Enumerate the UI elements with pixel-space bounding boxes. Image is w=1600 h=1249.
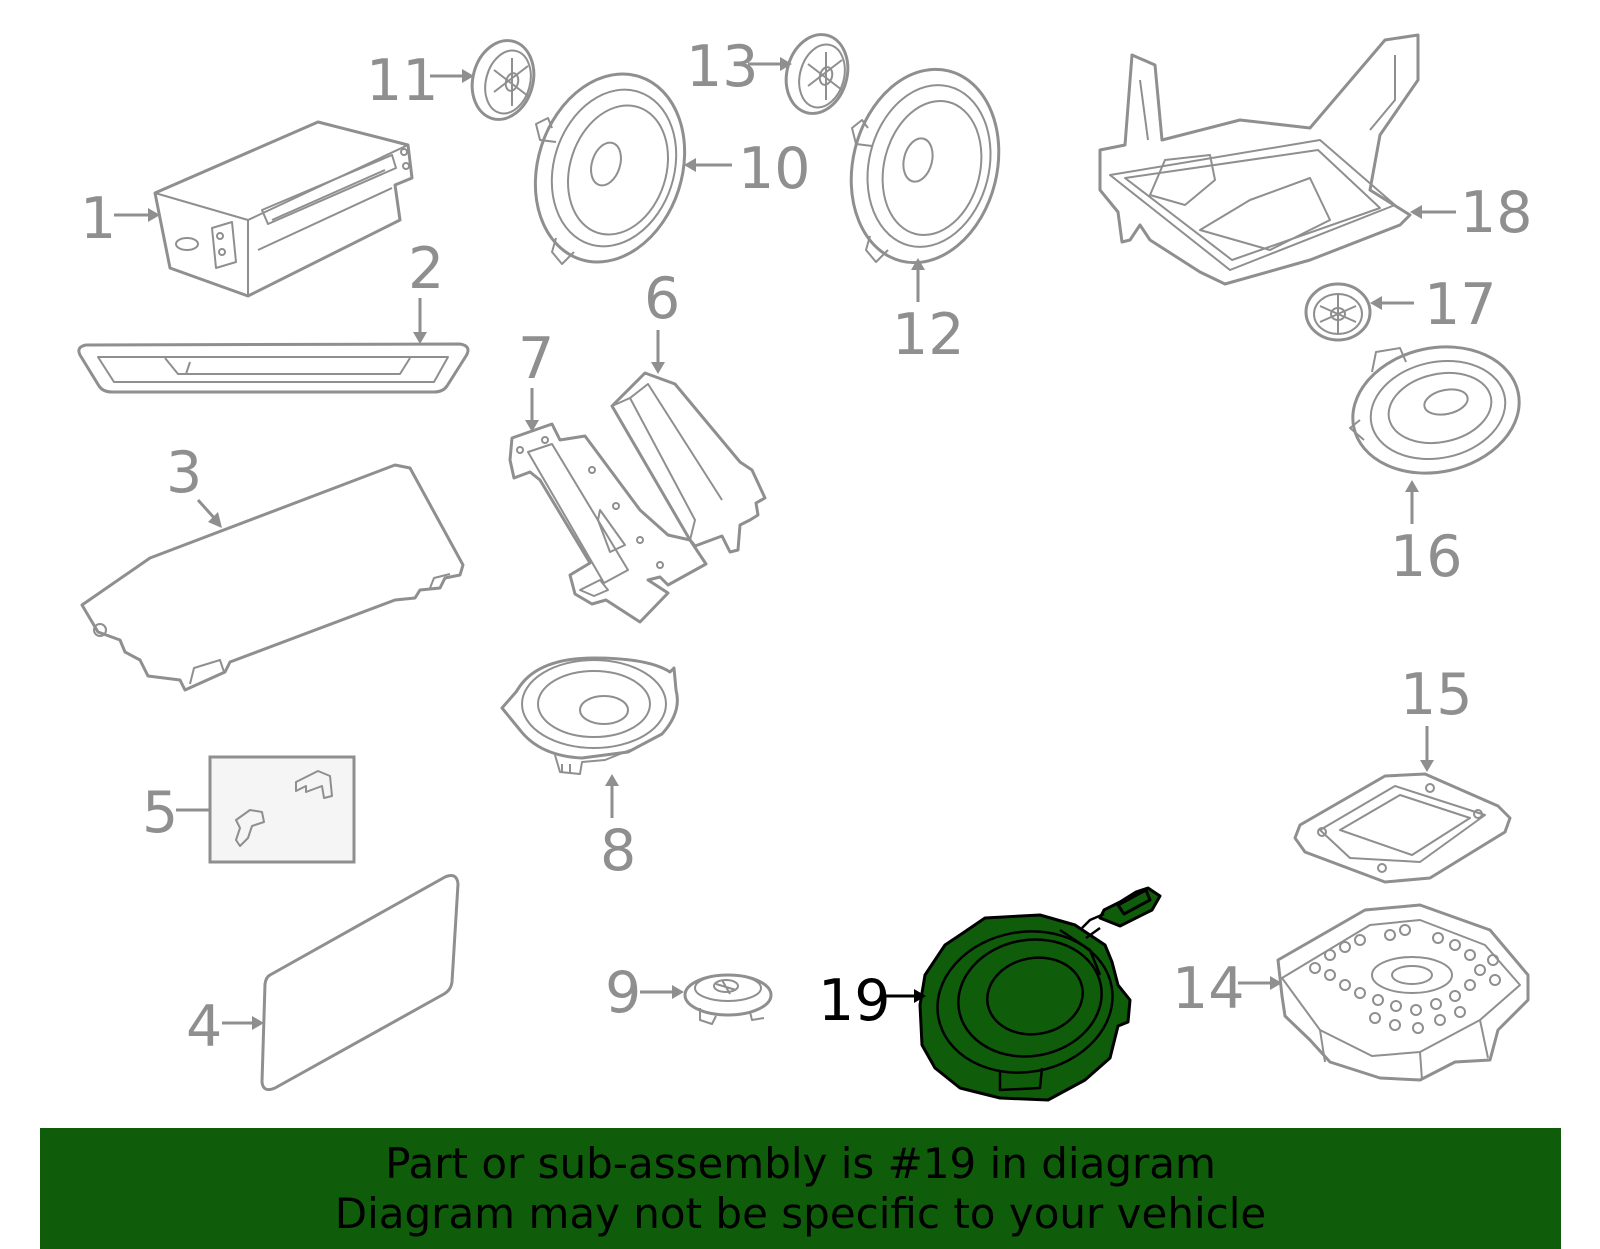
part-15-gasket-plate[interactable] (1293, 772, 1512, 884)
callout-8: 8 (600, 818, 636, 884)
callout-19: 19 (818, 968, 891, 1034)
part-10-speaker[interactable] (512, 54, 708, 281)
callout-2: 2 (408, 236, 444, 302)
part-2-trim-bezel[interactable] (77, 342, 470, 394)
callout-7: 7 (518, 326, 554, 392)
part-12-speaker[interactable] (831, 53, 1018, 278)
part-13-tweeter[interactable] (778, 28, 857, 121)
part-17-tweeter[interactable] (1304, 282, 1372, 342)
part-9-tweeter[interactable] (683, 973, 773, 1025)
callout-17: 17 (1424, 272, 1497, 338)
part-14-subwoofer-unit[interactable] (1276, 903, 1530, 1082)
callout-9: 9 (605, 960, 641, 1026)
callout-18: 18 (1460, 180, 1533, 246)
part-19-subwoofer[interactable] (918, 886, 1162, 1102)
callout-labels: 1 2 3 4 5 6 7 8 9 10 11 12 13 14 15 16 1… (80, 34, 1533, 1060)
banner-line-2: Diagram may not be specific to your vehi… (334, 1189, 1267, 1238)
part-8-speaker[interactable] (500, 656, 679, 775)
callout-5: 5 (142, 780, 178, 846)
part-3-display[interactable] (80, 463, 465, 692)
part-1-head-unit[interactable] (153, 120, 414, 298)
callout-13: 13 (686, 34, 759, 100)
callout-16: 16 (1390, 524, 1463, 590)
vent-holes (1309, 924, 1501, 1034)
part-4-glass-panel[interactable] (260, 874, 460, 1091)
callout-14: 14 (1172, 956, 1245, 1022)
info-banner: Part or sub-assembly is #19 in diagram D… (40, 1128, 1561, 1249)
callout-3: 3 (166, 440, 202, 506)
callout-12: 12 (892, 302, 965, 368)
part-18-grille-frame[interactable] (1098, 33, 1420, 286)
callout-4: 4 (186, 994, 222, 1060)
callout-arrows (114, 57, 1456, 1030)
banner-line-1: Part or sub-assembly is #19 in diagram (385, 1139, 1216, 1188)
callout-6: 6 (644, 266, 680, 332)
part-11-tweeter[interactable] (464, 34, 543, 127)
callout-15: 15 (1400, 662, 1473, 728)
part-7-bracket[interactable] (508, 422, 708, 624)
part-16-speaker[interactable] (1341, 332, 1531, 488)
callout-10: 10 (738, 136, 811, 202)
part-5-clip-kit[interactable] (208, 755, 356, 864)
part-6-amplifier[interactable] (610, 371, 767, 554)
callout-1: 1 (80, 186, 116, 252)
callout-11: 11 (366, 48, 439, 114)
